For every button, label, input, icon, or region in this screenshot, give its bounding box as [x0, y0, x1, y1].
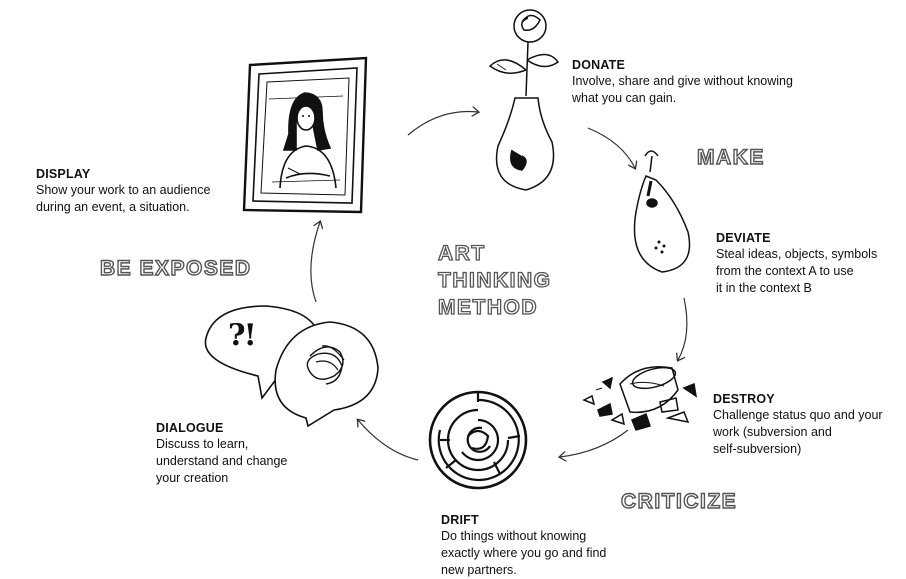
rose-in-vase-icon [490, 10, 558, 190]
arrow-destroy-to-drift [560, 430, 628, 457]
framed-portrait-icon [244, 58, 366, 212]
dialogue-bubble-text: ?! [228, 318, 255, 353]
broken-bowl-icon [584, 364, 696, 430]
center-title-line-3: METHOD [438, 294, 552, 321]
center-title: ART THINKING METHOD [438, 240, 552, 321]
phase-label-make: MAKE [697, 146, 765, 170]
step-destroy-title: DESTROY [713, 391, 903, 407]
step-donate-title: DONATE [572, 57, 832, 73]
step-destroy: DESTROY Challenge status quo and your wo… [713, 391, 903, 458]
step-display-description: Show your work to an audience during an … [36, 182, 246, 216]
step-dialogue: DIALOGUE Discuss to learn, understand an… [156, 420, 326, 487]
maze-icon [430, 392, 526, 488]
step-display-title: DISPLAY [36, 166, 246, 182]
phase-label-criticize: CRITICIZE [621, 490, 737, 514]
step-donate-description: Involve, share and give without knowing … [572, 73, 832, 107]
center-title-line-1: ART [438, 240, 552, 267]
step-deviate-description: Steal ideas, objects, symbols from the c… [716, 246, 901, 297]
arrow-dialogue-to-display [311, 222, 320, 302]
step-destroy-description: Challenge status quo and your work (subv… [713, 407, 903, 458]
step-dialogue-title: DIALOGUE [156, 420, 326, 436]
step-donate: DONATE Involve, share and give without k… [572, 57, 832, 107]
step-drift-description: Do things without knowing exactly where … [441, 528, 641, 579]
pear-object-icon [634, 151, 689, 272]
step-drift: DRIFT Do things without knowing exactly … [441, 512, 641, 579]
arrow-drift-to-dialogue [358, 420, 418, 460]
arrow-donate-to-deviate [588, 128, 635, 168]
step-drift-title: DRIFT [441, 512, 641, 528]
step-display: DISPLAY Show your work to an audience du… [36, 166, 246, 216]
phase-label-be-exposed: BE EXPOSED [100, 257, 252, 281]
step-deviate-title: DEVIATE [716, 230, 901, 246]
step-dialogue-description: Discuss to learn, understand and change … [156, 436, 326, 487]
arrow-deviate-to-destroy [678, 298, 687, 360]
step-deviate: DEVIATE Steal ideas, objects, symbols fr… [716, 230, 901, 297]
center-title-line-2: THINKING [438, 267, 552, 294]
arrow-display-to-donate [408, 111, 478, 135]
